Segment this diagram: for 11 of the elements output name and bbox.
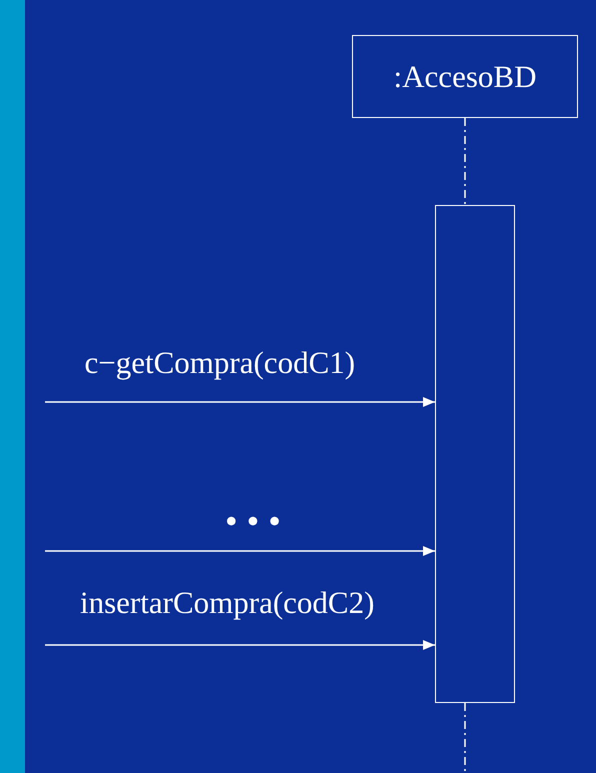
ellipsis-text: • • •: [225, 500, 281, 542]
message-label: c−getCompra(codC1): [84, 345, 356, 381]
lifeline: [464, 118, 466, 205]
object-box: [352, 35, 578, 118]
activation-bar: [435, 205, 515, 703]
object-name: :AccesoBD: [394, 58, 536, 94]
message-arrow: [45, 640, 435, 650]
message-arrow: [45, 397, 435, 407]
lifeline: [464, 703, 466, 773]
message-arrow: [45, 546, 435, 556]
message-label: insertarCompra(codC2): [80, 585, 374, 621]
